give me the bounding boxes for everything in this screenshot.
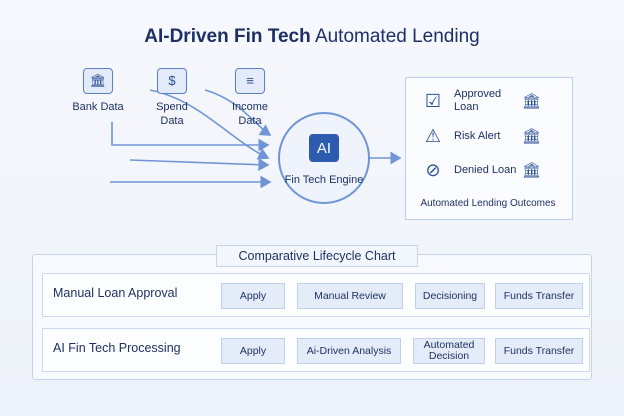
bank-icon: 🏛 bbox=[83, 68, 113, 94]
stage-apply: Apply bbox=[221, 338, 285, 364]
stage-automated-decision: Automated Decision bbox=[413, 338, 485, 364]
document-icon: ≡ bbox=[235, 68, 265, 94]
source-income-data: ≡ Income Data bbox=[224, 68, 276, 128]
page-title: AI-Driven Fin Tech Automated Lending bbox=[144, 26, 480, 47]
outcome-approved: ☑ Approved Loan 🏛 bbox=[418, 88, 541, 114]
bank-building-icon: 🏛 bbox=[522, 93, 542, 110]
outcome-risk-alert: ⚠ Risk Alert 🏛 bbox=[418, 124, 541, 148]
outcome-denied: ⊘ Denied Loan 🏛 bbox=[418, 158, 541, 182]
flow-line-4 bbox=[129, 158, 270, 172]
bank-building-icon: 🏛 bbox=[522, 128, 542, 145]
stage-funds-transfer: Funds Transfer bbox=[495, 338, 583, 364]
stage-apply: Apply bbox=[221, 283, 285, 309]
card-icon: $ bbox=[157, 68, 187, 94]
lane-manual: Manual Loan Approval Apply Manual Review… bbox=[42, 273, 590, 317]
stage-funds-transfer: Funds Transfer bbox=[495, 283, 583, 309]
comparison-title: Comparative Lifecycle Chart bbox=[216, 245, 418, 267]
lane-ai: AI Fin Tech Processing Apply Ai-Driven A… bbox=[42, 328, 590, 372]
checkmark-icon: ☑ bbox=[424, 90, 442, 111]
source-spend-data: $ Spend Data bbox=[148, 68, 196, 128]
fintech-engine: AI Fin Tech Engine bbox=[278, 112, 370, 204]
engine-label: Fin Tech Engine bbox=[284, 174, 364, 186]
outcomes-panel: ☑ Approved Loan 🏛 ⚠ Risk Alert 🏛 ⊘ Denie… bbox=[405, 77, 573, 220]
stage-ai-analysis: Ai-Driven Analysis bbox=[297, 338, 401, 364]
bank-building-icon: 🏛 bbox=[522, 162, 542, 179]
source-bank-data: 🏛 Bank Data bbox=[66, 68, 130, 114]
lane-label: Manual Loan Approval bbox=[53, 286, 178, 300]
outcomes-caption: Automated Lending Outcomes bbox=[420, 198, 556, 209]
warning-icon: ⚠ bbox=[424, 125, 442, 146]
stage-manual-review: Manual Review bbox=[297, 283, 403, 309]
denied-icon: ⊘ bbox=[425, 159, 441, 180]
lane-label: AI Fin Tech Processing bbox=[53, 341, 181, 355]
ai-chip-icon: AI bbox=[309, 134, 339, 162]
stage-decisioning: Decisioning bbox=[415, 283, 485, 309]
